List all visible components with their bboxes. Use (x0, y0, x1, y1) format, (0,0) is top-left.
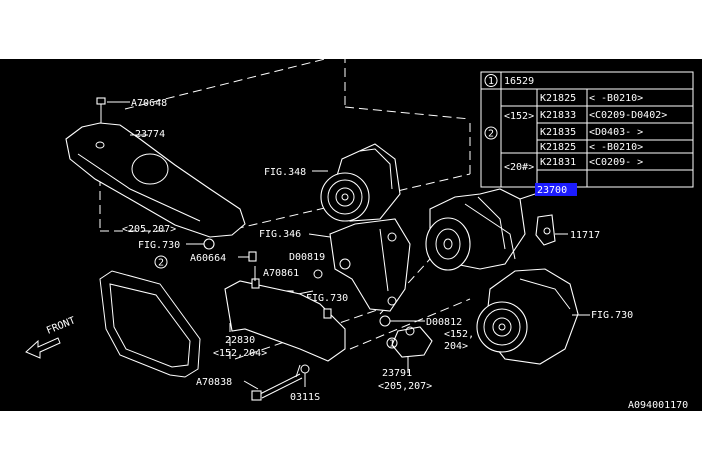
label-23791: 23791 (382, 368, 412, 379)
highlight-23700 (535, 183, 577, 196)
table-circle-2-label: 2 (488, 129, 494, 140)
label-front: FRONT (45, 315, 77, 336)
label-a60664: A60664 (190, 253, 226, 264)
table-group-152: <152> (504, 111, 534, 122)
label-d00819: D00819 (289, 252, 325, 263)
table-part: K21835 (540, 127, 576, 138)
washer-d00819 (313, 269, 323, 279)
compressor-fig730 (476, 268, 579, 365)
bracket-22830 (224, 266, 346, 362)
alternator-23700 (425, 188, 526, 271)
table-circle-1-label: 1 (488, 76, 494, 87)
table-part: K21833 (540, 110, 576, 121)
table-range: <C0209- > (589, 157, 643, 168)
table-circle-2 (484, 126, 498, 140)
table-range: <D0403- > (589, 127, 643, 138)
nut-a60664 (248, 251, 257, 262)
bracket-fig346 (329, 218, 411, 312)
label-d00812: D00812 (426, 317, 462, 328)
belt-circle-label: 2 (158, 258, 164, 269)
label-03112: 0311S (290, 392, 320, 403)
label-a70838: A70838 (196, 377, 232, 388)
front-arrow-icon (25, 337, 61, 359)
table-range: < -B0210> (589, 142, 643, 153)
table-range: <C0209-D0402> (589, 110, 667, 121)
cover-23774 (65, 122, 246, 238)
label-23700: 23700 (537, 185, 567, 196)
table-circle-1 (484, 74, 498, 87)
label-23791-models: <205,207> (378, 381, 432, 392)
bolt-a70648 (96, 97, 130, 123)
washer-circle-label: 1 (389, 339, 395, 350)
doc-id: A094001170 (628, 400, 688, 411)
diagram-canvas: 1 16529 2 <152> <20#> K21825 < -B0210> K… (25, 53, 694, 411)
label-11717: 11717 (570, 230, 600, 241)
washer-03112 (300, 364, 310, 374)
parts-diagram: 1 16529 2 <152> <20#> K21825 < -B0210> K… (0, 53, 702, 411)
label-a70648: A70648 (131, 98, 167, 109)
pulley-23791 (391, 326, 433, 358)
washer-circle-icon (386, 337, 398, 349)
bolt-a70838 (251, 364, 303, 401)
label-22830: 22830 (225, 335, 255, 346)
regulator-11717 (535, 214, 556, 246)
label-fig730-c: FIG.730 (591, 310, 633, 321)
washer-d00812 (379, 315, 391, 327)
label-fig730-a: FIG.730 (138, 240, 180, 251)
label-23774-models: <205,207> (122, 224, 176, 235)
label-fig346: FIG.346 (259, 229, 301, 240)
table-part: K21825 (540, 93, 576, 104)
label-a70861: A70861 (263, 268, 299, 279)
table-part: K21831 (540, 157, 576, 168)
label-23774: 23774 (135, 129, 165, 140)
label-d00812-models-b: 204> (444, 341, 468, 352)
label-fig730-b: FIG.730 (306, 293, 348, 304)
label-22830-models: <152,204> (213, 348, 267, 359)
label-fig348: FIG.348 (264, 167, 306, 178)
parts-table: 1 16529 2 <152> <20#> K21825 < -B0210> K… (480, 71, 694, 188)
belt-circle-icon (154, 255, 168, 269)
table-part: K21825 (540, 142, 576, 153)
table-range: < -B0210> (589, 93, 643, 104)
compressor-fig348 (320, 143, 401, 222)
label-d00812-models-a: <152, (444, 329, 474, 340)
grommet (203, 238, 215, 250)
table-part-16529: 16529 (504, 76, 534, 87)
drive-belt (99, 270, 201, 378)
table-group-20: <20#> (504, 162, 534, 173)
